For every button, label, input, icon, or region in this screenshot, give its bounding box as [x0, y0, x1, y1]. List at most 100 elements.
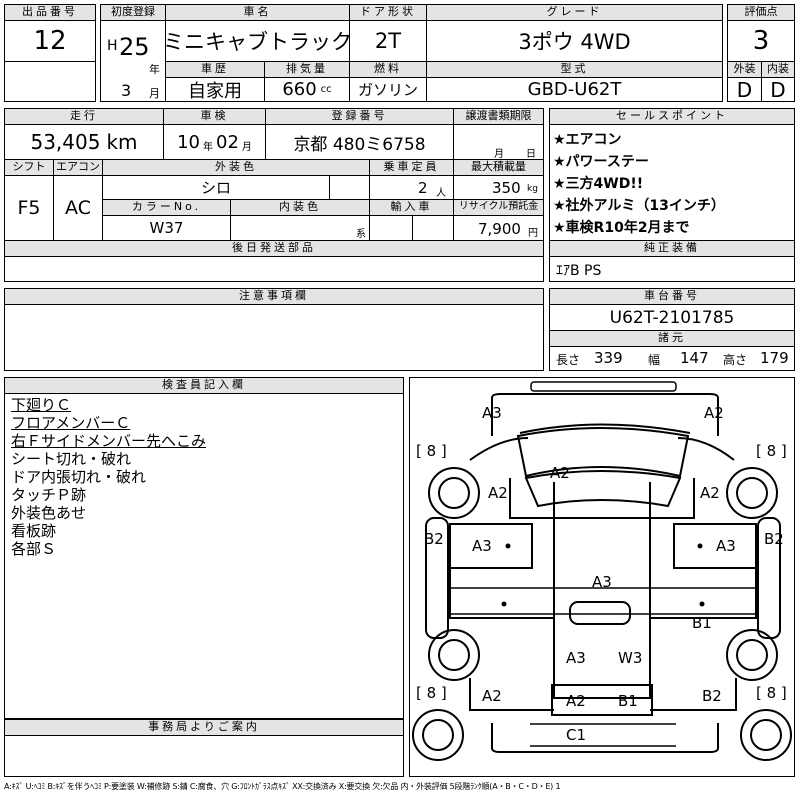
recycle-unit: 円: [528, 228, 538, 239]
damage-mark: C1: [566, 726, 586, 744]
insp-month: 02: [216, 131, 239, 153]
recycle-value: 7,900: [478, 220, 521, 238]
damage-mark: A3: [592, 573, 612, 591]
damage-mark: A3: [566, 649, 586, 667]
reg-year: 25: [119, 33, 150, 61]
inspector-notes: 下廻りＣ フロアメンバーＣ 右Ｆサイドメンバー先へこみ シート切れ・破れ ドア内…: [4, 393, 404, 719]
damage-mark: W3: [618, 649, 642, 667]
recycle-label: リサイクル預託金: [453, 199, 544, 216]
insp-month-unit: 月: [241, 141, 252, 153]
sales-point: ★エアコン: [553, 132, 622, 148]
inspector-line: タッチＰ跡: [11, 486, 87, 504]
inspector-line: シート切れ・破れ: [11, 450, 132, 468]
color-number: W37: [102, 215, 231, 241]
name-label: 車名: [165, 4, 350, 21]
chassis-number: U62T-2101785: [549, 304, 795, 331]
tire-depth-rr: [ 8 ]: [756, 684, 787, 702]
load-value: 350: [492, 179, 521, 197]
inspector-line: 右Ｆサイドメンバー先へこみ: [11, 432, 207, 450]
notes: [4, 304, 544, 371]
inspector-line: 外装色あせ: [11, 504, 87, 522]
height: 179: [760, 349, 789, 367]
max-load: 350 kg: [453, 175, 544, 200]
damage-mark: B1: [618, 692, 638, 710]
score: 3: [727, 20, 795, 62]
ext-grade: D: [727, 77, 762, 102]
color-label: 外装色: [102, 159, 370, 176]
model-code: GBD-U62T: [426, 77, 723, 102]
exterior-color-extra: [329, 175, 370, 200]
damage-mark: B2: [764, 530, 784, 548]
damage-mark: A2: [550, 464, 570, 482]
insp-year: 10: [177, 131, 200, 153]
office-label: 事務局よりご案内: [4, 719, 404, 736]
fuel-label: 燃料: [349, 61, 427, 78]
dimensions: 長さ 339 幅 147 高さ 179: [549, 346, 795, 371]
int-grade: D: [761, 77, 795, 102]
history-label: 車歴: [165, 61, 265, 78]
int-label: 内装: [761, 61, 795, 78]
exterior-color: シロ: [102, 175, 330, 200]
sales-point: ★社外アルミ（13インチ）: [553, 198, 725, 214]
plate-number: 京都 480ミ6758: [265, 124, 454, 160]
car-history: 自家用: [165, 77, 265, 102]
tire-depth-rl: [ 8 ]: [416, 684, 447, 702]
legend: A:ｷｽﾞ U:ﾍｺﾐ B:ｷｽﾞを伴うﾍｺﾐ P:要塗装 W:補修跡 S:錆 …: [4, 782, 561, 791]
damage-mark: A3: [472, 537, 492, 555]
month-unit: 月: [149, 87, 160, 100]
cc-unit: cc: [320, 84, 332, 95]
reg-month: 3: [121, 81, 132, 100]
door-label: ドア形状: [349, 4, 427, 21]
score-label: 評価点: [727, 4, 795, 21]
import: [369, 215, 413, 241]
inspection-label: 車検: [163, 108, 266, 125]
transfer-deadline: 月 日: [453, 124, 544, 160]
inspector-line: 下廻りＣ: [11, 396, 72, 414]
tire-depth-fr: [ 8 ]: [756, 442, 787, 460]
grade-label: グレード: [426, 4, 723, 21]
insp-year-unit: 年: [203, 141, 213, 153]
mileage-unit: km: [106, 130, 138, 154]
damage-mark: A2: [488, 484, 508, 502]
equipment: ｴｱB PS: [549, 256, 795, 282]
capacity-unit: 人: [436, 188, 446, 199]
car-name: ミニキャブトラック: [163, 20, 352, 62]
dims-label: 諸元: [549, 330, 795, 347]
ext-label: 外装: [727, 61, 762, 78]
transfer-month: 月: [494, 149, 504, 160]
sales-label: セールスポイント: [549, 108, 795, 125]
damage-mark: A3: [482, 404, 502, 422]
hei-label: 高さ: [723, 353, 748, 367]
len-label: 長さ: [556, 353, 581, 367]
grade: 3ポウ 4WD: [426, 20, 723, 62]
cc-value: 660: [282, 79, 317, 100]
damage-mark: A2: [482, 687, 502, 705]
capacity: 2 人: [369, 175, 454, 200]
transfer-label: 譲渡書類期限: [453, 108, 544, 125]
sales-point: ★車検R10年2月まで: [553, 220, 690, 236]
load-unit: kg: [527, 184, 538, 194]
transfer-day: 日: [526, 149, 536, 160]
import-extra: [412, 215, 454, 241]
sales-point: ★三方4WD!!: [553, 176, 644, 192]
model-label: 型式: [426, 61, 723, 78]
lot-number: 12: [4, 20, 96, 62]
damage-diagram: [ 8 ] [ 8 ] [ 8 ] [ 8 ] A3 A2 A2 A2 A2 B…: [409, 377, 795, 777]
import-label: 輸入車: [369, 199, 454, 216]
era: H: [107, 38, 118, 54]
inspector-label: 検査員記入欄: [4, 377, 404, 394]
office-notice: [4, 735, 404, 777]
door-type: 2T: [349, 20, 427, 62]
colorno-label: カラーNo.: [102, 199, 231, 216]
intcolor-label: 内装色: [230, 199, 370, 216]
damage-mark: A2: [566, 692, 586, 710]
later-parts: [4, 256, 544, 282]
recycle-fee: 7,900 円: [453, 215, 544, 241]
cc-label: 排気量: [264, 61, 350, 78]
width: 147: [680, 349, 709, 367]
ac-label: エアコン: [53, 159, 103, 176]
inspector-line: ドア内張切れ・破れ: [11, 468, 147, 486]
